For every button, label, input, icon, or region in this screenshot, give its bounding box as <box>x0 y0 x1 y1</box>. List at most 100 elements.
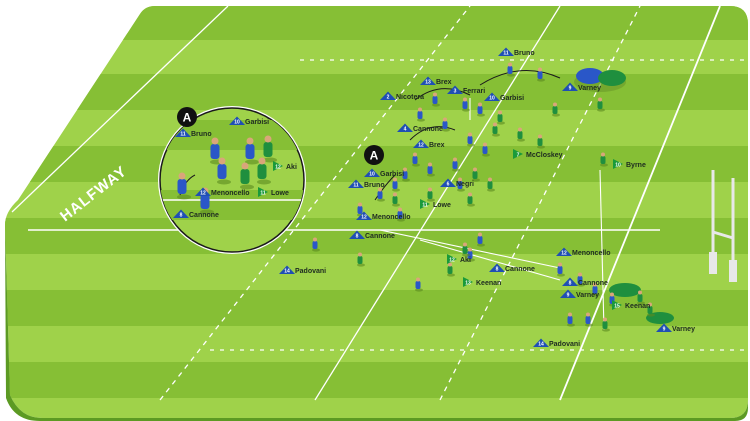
zoom-inset <box>158 106 306 254</box>
player-name: Varney <box>578 85 601 92</box>
player-shadow <box>245 159 259 165</box>
player-body <box>477 236 483 244</box>
player-head <box>313 237 317 242</box>
player-blue <box>482 142 490 157</box>
player-shadow <box>477 243 485 247</box>
team-green-tag-icon <box>258 187 268 197</box>
team-blue-tag-icon <box>440 178 456 187</box>
team-blue-tag-icon <box>560 289 576 298</box>
player-green <box>637 290 645 305</box>
pass-arrow <box>414 88 471 101</box>
player-name: Menoncello <box>572 250 611 257</box>
player-body <box>217 164 227 179</box>
team-green-tag-icon <box>613 159 623 169</box>
player-shadow <box>442 128 450 132</box>
player-number: 12 <box>418 143 424 149</box>
player-shadow <box>567 323 575 327</box>
player-head <box>428 162 432 167</box>
marker-badge <box>364 145 384 165</box>
player-head <box>638 290 642 295</box>
player-body <box>402 171 408 179</box>
team-blue-tag-icon <box>380 91 396 100</box>
player-blue <box>577 272 585 287</box>
player-head <box>358 252 362 257</box>
player-number: 8 <box>180 213 183 219</box>
player-number: 10 <box>369 172 375 178</box>
player-number: 12 <box>275 165 281 171</box>
player-number: 7 <box>517 153 520 159</box>
player-shadow <box>482 153 490 157</box>
player-number: 8 <box>496 267 499 273</box>
team-blue-tag-icon <box>420 76 436 85</box>
player-green <box>467 192 475 207</box>
player-name: Menoncello <box>372 214 411 221</box>
player-number: 11 <box>422 203 428 209</box>
player-shadow <box>487 188 495 192</box>
team-blue-tag-icon <box>556 247 572 256</box>
player-name: Varney <box>576 292 599 299</box>
player-head <box>538 67 542 72</box>
player-shadow <box>377 198 385 202</box>
pass-arrow <box>409 126 456 141</box>
player-head <box>593 282 597 287</box>
player-number: 13 <box>465 281 471 287</box>
player-name: Cannone <box>365 233 395 240</box>
player-number: 8 <box>569 281 572 287</box>
player-head <box>648 302 652 307</box>
player-name: Nicotera <box>396 94 424 101</box>
player-shadow <box>467 258 475 262</box>
player-head <box>598 97 602 102</box>
player-head <box>378 187 382 192</box>
player-number: 14 <box>284 269 290 275</box>
player-head <box>610 292 614 297</box>
player-body <box>507 66 513 74</box>
player-head <box>518 127 522 132</box>
marker-label: A <box>183 111 192 125</box>
player-head <box>578 272 582 277</box>
player-body <box>462 246 468 254</box>
player-shadow <box>602 328 610 332</box>
player-green <box>517 127 525 142</box>
player-shadow <box>585 323 593 327</box>
player-green <box>497 110 505 125</box>
player-body <box>397 211 403 219</box>
player-body <box>585 316 591 324</box>
player-head <box>601 152 605 157</box>
team-green-tag-icon <box>273 161 283 171</box>
player-blue <box>467 132 475 147</box>
player-shadow <box>462 108 470 112</box>
team-blue-tag-icon <box>489 263 505 272</box>
player-body <box>447 266 453 274</box>
player-name: Keenan <box>625 303 650 310</box>
player-head <box>393 192 397 197</box>
stripe <box>65 74 748 110</box>
player-shadow <box>257 179 271 185</box>
player-shadow <box>507 73 515 77</box>
player-head <box>453 157 457 162</box>
player-blue <box>477 102 485 117</box>
player-blue <box>592 282 600 297</box>
player-shadow <box>417 118 425 122</box>
pass-arrows <box>374 69 561 201</box>
player-name: Aki <box>460 257 471 264</box>
crossbar <box>712 230 734 240</box>
stripe <box>5 290 748 326</box>
run-line <box>599 169 605 331</box>
marker-a-inset: A <box>177 107 197 127</box>
player-blue <box>177 172 191 200</box>
player-shadow <box>517 138 525 142</box>
player-number: 10 <box>234 120 240 126</box>
player-green <box>240 162 254 190</box>
halfway-line <box>11 6 229 213</box>
player-body <box>472 171 478 179</box>
player-head <box>468 247 472 252</box>
player-name: Menoncello <box>211 190 250 197</box>
